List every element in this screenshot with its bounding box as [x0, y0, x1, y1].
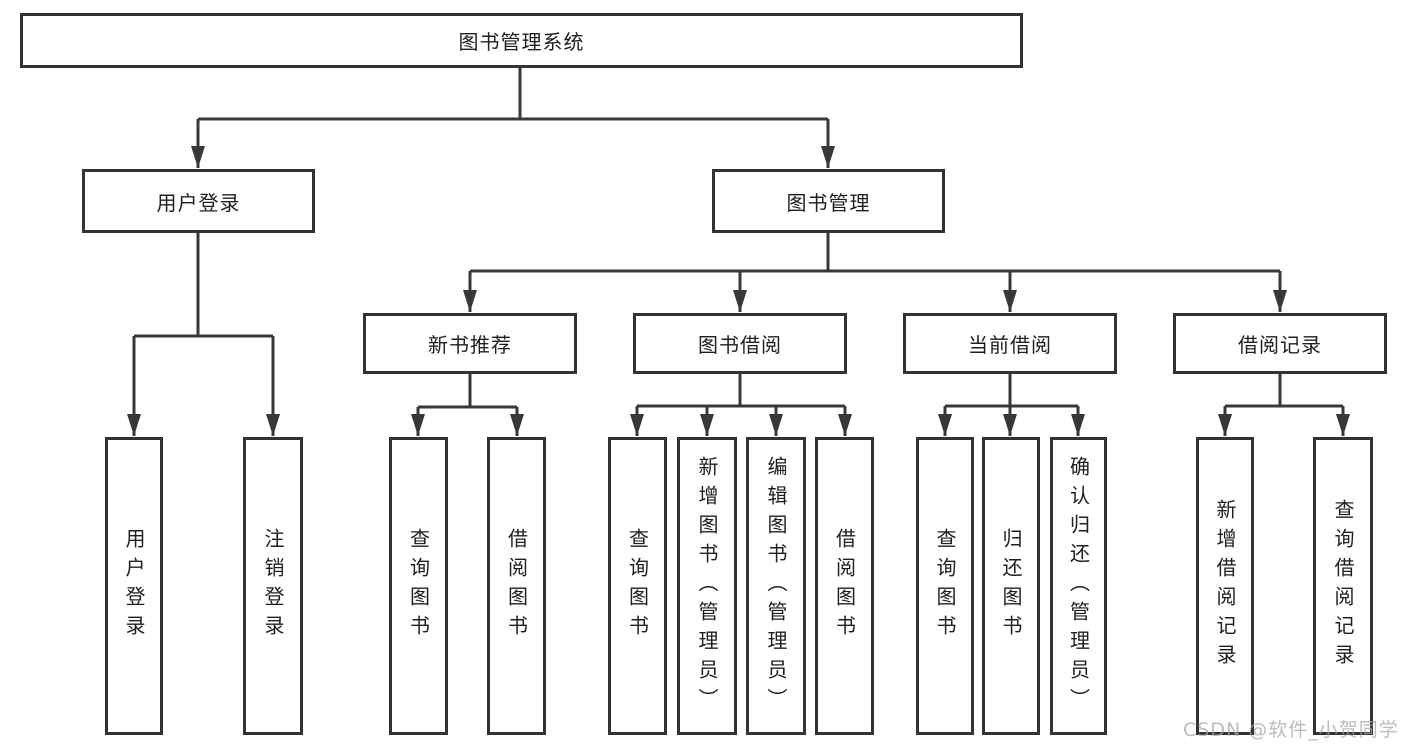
node-library-management-system: 图书管理系统: [20, 13, 1023, 68]
node-leaf-confirm-return-admin: 确认归还（管理员）: [1050, 437, 1107, 735]
node-label: 编辑图书（管理员）: [764, 455, 788, 717]
csdn-watermark: CSDN @软件_小贺同学: [1183, 719, 1399, 741]
connector-current-to-leaves: [945, 374, 1078, 408]
node-leaf-query-books-current: 查询图书: [916, 437, 974, 735]
node-leaf-query-books-borrow: 查询图书: [608, 437, 667, 735]
node-leaf-add-book-admin: 新增图书（管理员）: [677, 437, 737, 735]
node-label: 借阅记录: [1238, 333, 1322, 357]
node-borrowing-records: 借阅记录: [1173, 313, 1387, 374]
node-leaf-add-borrow-record: 新增借阅记录: [1196, 437, 1254, 735]
node-label: 新增借阅记录: [1213, 499, 1237, 673]
node-leaf-logout: 注销登录: [243, 437, 303, 735]
node-label: 查询图书: [933, 528, 957, 644]
node-leaf-query-books-recommend: 查询图书: [389, 437, 448, 735]
node-label: 借阅图书: [504, 528, 529, 644]
node-leaf-return-books: 归还图书: [982, 437, 1040, 735]
connector-user-login-to-leaves: [134, 233, 273, 338]
connector-book-management-to-level3: [470, 233, 1280, 273]
node-label: 当前借阅: [968, 333, 1052, 357]
node-label: 查询图书: [406, 528, 431, 644]
node-current-borrowing: 当前借阅: [903, 313, 1117, 374]
node-label: 查询借阅记录: [1331, 499, 1355, 673]
node-label: 归还图书: [999, 528, 1023, 644]
node-label: 确认归还（管理员）: [1066, 455, 1091, 717]
node-leaf-user-login: 用户登录: [105, 437, 163, 735]
node-label: 用户登录: [156, 190, 241, 215]
node-label: 图书借阅: [698, 333, 782, 357]
connector-borrowing-to-leaves: [637, 374, 845, 408]
node-label: 图书管理系统: [458, 30, 585, 54]
node-leaf-borrow-books-borrow: 借阅图书: [815, 437, 874, 735]
node-book-management-module: 图书管理: [712, 169, 945, 233]
node-label: 查询图书: [625, 528, 650, 644]
node-leaf-query-borrow-record: 查询借阅记录: [1313, 437, 1373, 735]
node-label: 新增图书（管理员）: [695, 455, 719, 717]
node-leaf-borrow-books-recommend: 借阅图书: [487, 437, 546, 735]
node-label: 借阅图书: [832, 528, 857, 644]
node-label: 注销登录: [261, 528, 285, 644]
connector-records-to-leaves: [1225, 374, 1343, 408]
connector-root-to-level2: [198, 68, 828, 121]
node-new-book-recommendation: 新书推荐: [363, 313, 577, 374]
connector-recommendation-to-leaves: [418, 374, 517, 409]
node-book-borrowing: 图书借阅: [633, 313, 847, 374]
node-leaf-edit-book-admin: 编辑图书（管理员）: [746, 437, 806, 735]
node-user-login-module: 用户登录: [82, 169, 315, 233]
node-label: 用户登录: [122, 528, 146, 644]
node-label: 图书管理: [786, 190, 871, 215]
node-label: 新书推荐: [428, 333, 512, 357]
